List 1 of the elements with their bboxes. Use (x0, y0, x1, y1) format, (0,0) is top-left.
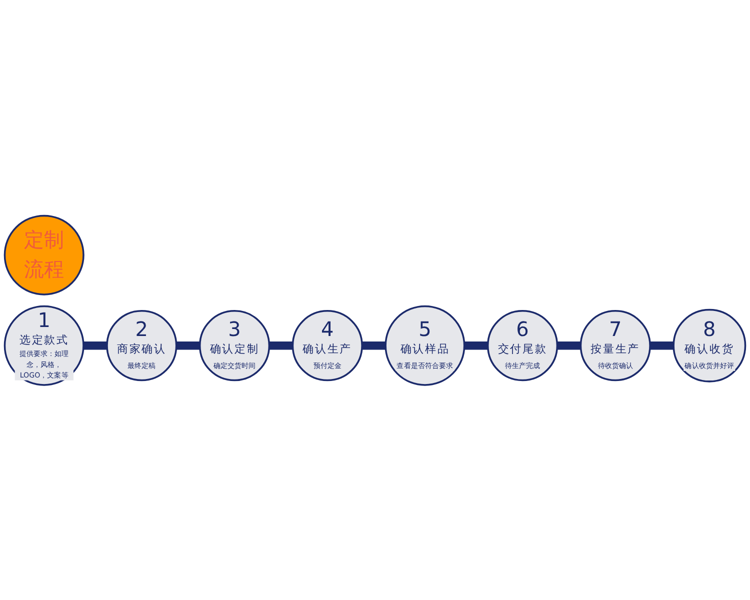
node-circle: 定制流程 (4, 214, 84, 295)
